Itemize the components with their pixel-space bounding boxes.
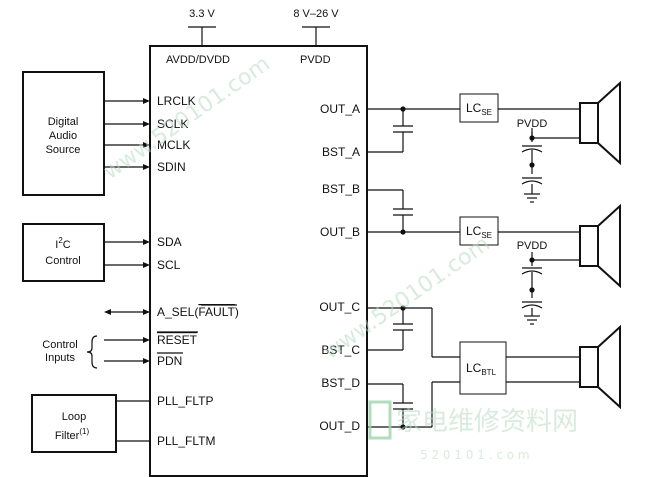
control-signals	[104, 337, 150, 364]
pin-bst-b: BST_B	[322, 182, 360, 196]
speaker-b-wiring	[498, 231, 580, 325]
pin-scl: SCL	[157, 258, 181, 272]
pin-lrclk: LRCLK	[157, 94, 196, 108]
speaker-a-wiring	[498, 108, 580, 203]
i2s-signals	[104, 98, 150, 170]
control-inputs-brace	[86, 335, 98, 369]
i2c-label: I2C	[55, 236, 71, 251]
lc-se-b-label: LCSE	[466, 224, 492, 240]
control-inputs-line2: Inputs	[45, 352, 75, 364]
pin-pll-fltp: PLL_FLTP	[157, 394, 213, 408]
channel-a-wiring	[367, 106, 460, 153]
channel-cd-wiring	[367, 305, 580, 430]
pin-out-c: OUT_C	[319, 300, 360, 314]
pvdd-label-a: PVDD	[517, 118, 548, 130]
lc-se-a-label: LCSE	[466, 101, 492, 117]
speaker-a-icon	[579, 80, 621, 166]
channel-b-wiring	[367, 189, 460, 235]
pvdd-label-b: PVDD	[517, 240, 548, 252]
pin-out-a: OUT_A	[320, 102, 360, 116]
control-inputs-line1: Control	[42, 339, 77, 351]
speaker-b-icon	[579, 203, 621, 289]
a-sel-signal	[104, 309, 150, 315]
digital-audio-source-line3: Source	[46, 144, 81, 156]
pin-sclk: SCLK	[157, 117, 188, 131]
loop-filter-line1: Loop	[62, 411, 86, 423]
i2c-control-line2: Control	[45, 255, 80, 267]
speaker-c-icon	[579, 324, 621, 410]
supply-3v3: 3.3 V	[188, 8, 216, 46]
pin-pdn: PDN	[157, 354, 182, 368]
supply-8v-26v: 8 V–26 V	[293, 8, 339, 46]
lc-btl-filter	[459, 341, 507, 395]
lc-se-filter-a	[459, 93, 499, 123]
pin-a-sel: A_SEL(FAULT)	[157, 305, 239, 319]
pin-pll-fltm: PLL_FLTM	[157, 434, 215, 448]
watermark-brand: 家电维修资料网	[396, 407, 578, 437]
pin-bst-a: BST_A	[322, 145, 360, 159]
loop-filter-line2: Filter(1)	[55, 427, 90, 442]
pin-bst-d: BST_D	[321, 376, 360, 390]
pin-pvdd: PVDD	[300, 54, 331, 66]
pin-out-d: OUT_D	[319, 419, 360, 433]
watermark-logo-icon	[368, 400, 392, 440]
supply-3v3-label: 3.3 V	[189, 8, 215, 20]
i2c-signals	[104, 239, 150, 268]
i2c-control-block	[22, 223, 105, 282]
loop-filter-block	[31, 394, 117, 453]
pin-out-b: OUT_B	[320, 225, 360, 239]
digital-audio-source-block	[22, 71, 105, 196]
pin-bst-c: BST_C	[321, 343, 360, 357]
pin-mclk: MCLK	[157, 138, 190, 152]
pin-reset: RESET	[157, 333, 198, 347]
digital-audio-source-line2: Audio	[49, 130, 77, 142]
watermark-url: 5 2 0 1 0 1 . c o m	[420, 448, 530, 462]
pin-sda: SDA	[157, 235, 182, 249]
amplifier-chip	[149, 45, 368, 477]
lc-se-filter-b	[459, 216, 499, 246]
pin-sdin: SDIN	[157, 160, 186, 174]
pin-avdd-dvdd: AVDD/DVDD	[166, 54, 230, 66]
supply-8v-26v-label: 8 V–26 V	[293, 8, 339, 20]
digital-audio-source-line1: Digital	[48, 116, 79, 128]
lc-btl-label: LCBTL	[466, 361, 497, 377]
